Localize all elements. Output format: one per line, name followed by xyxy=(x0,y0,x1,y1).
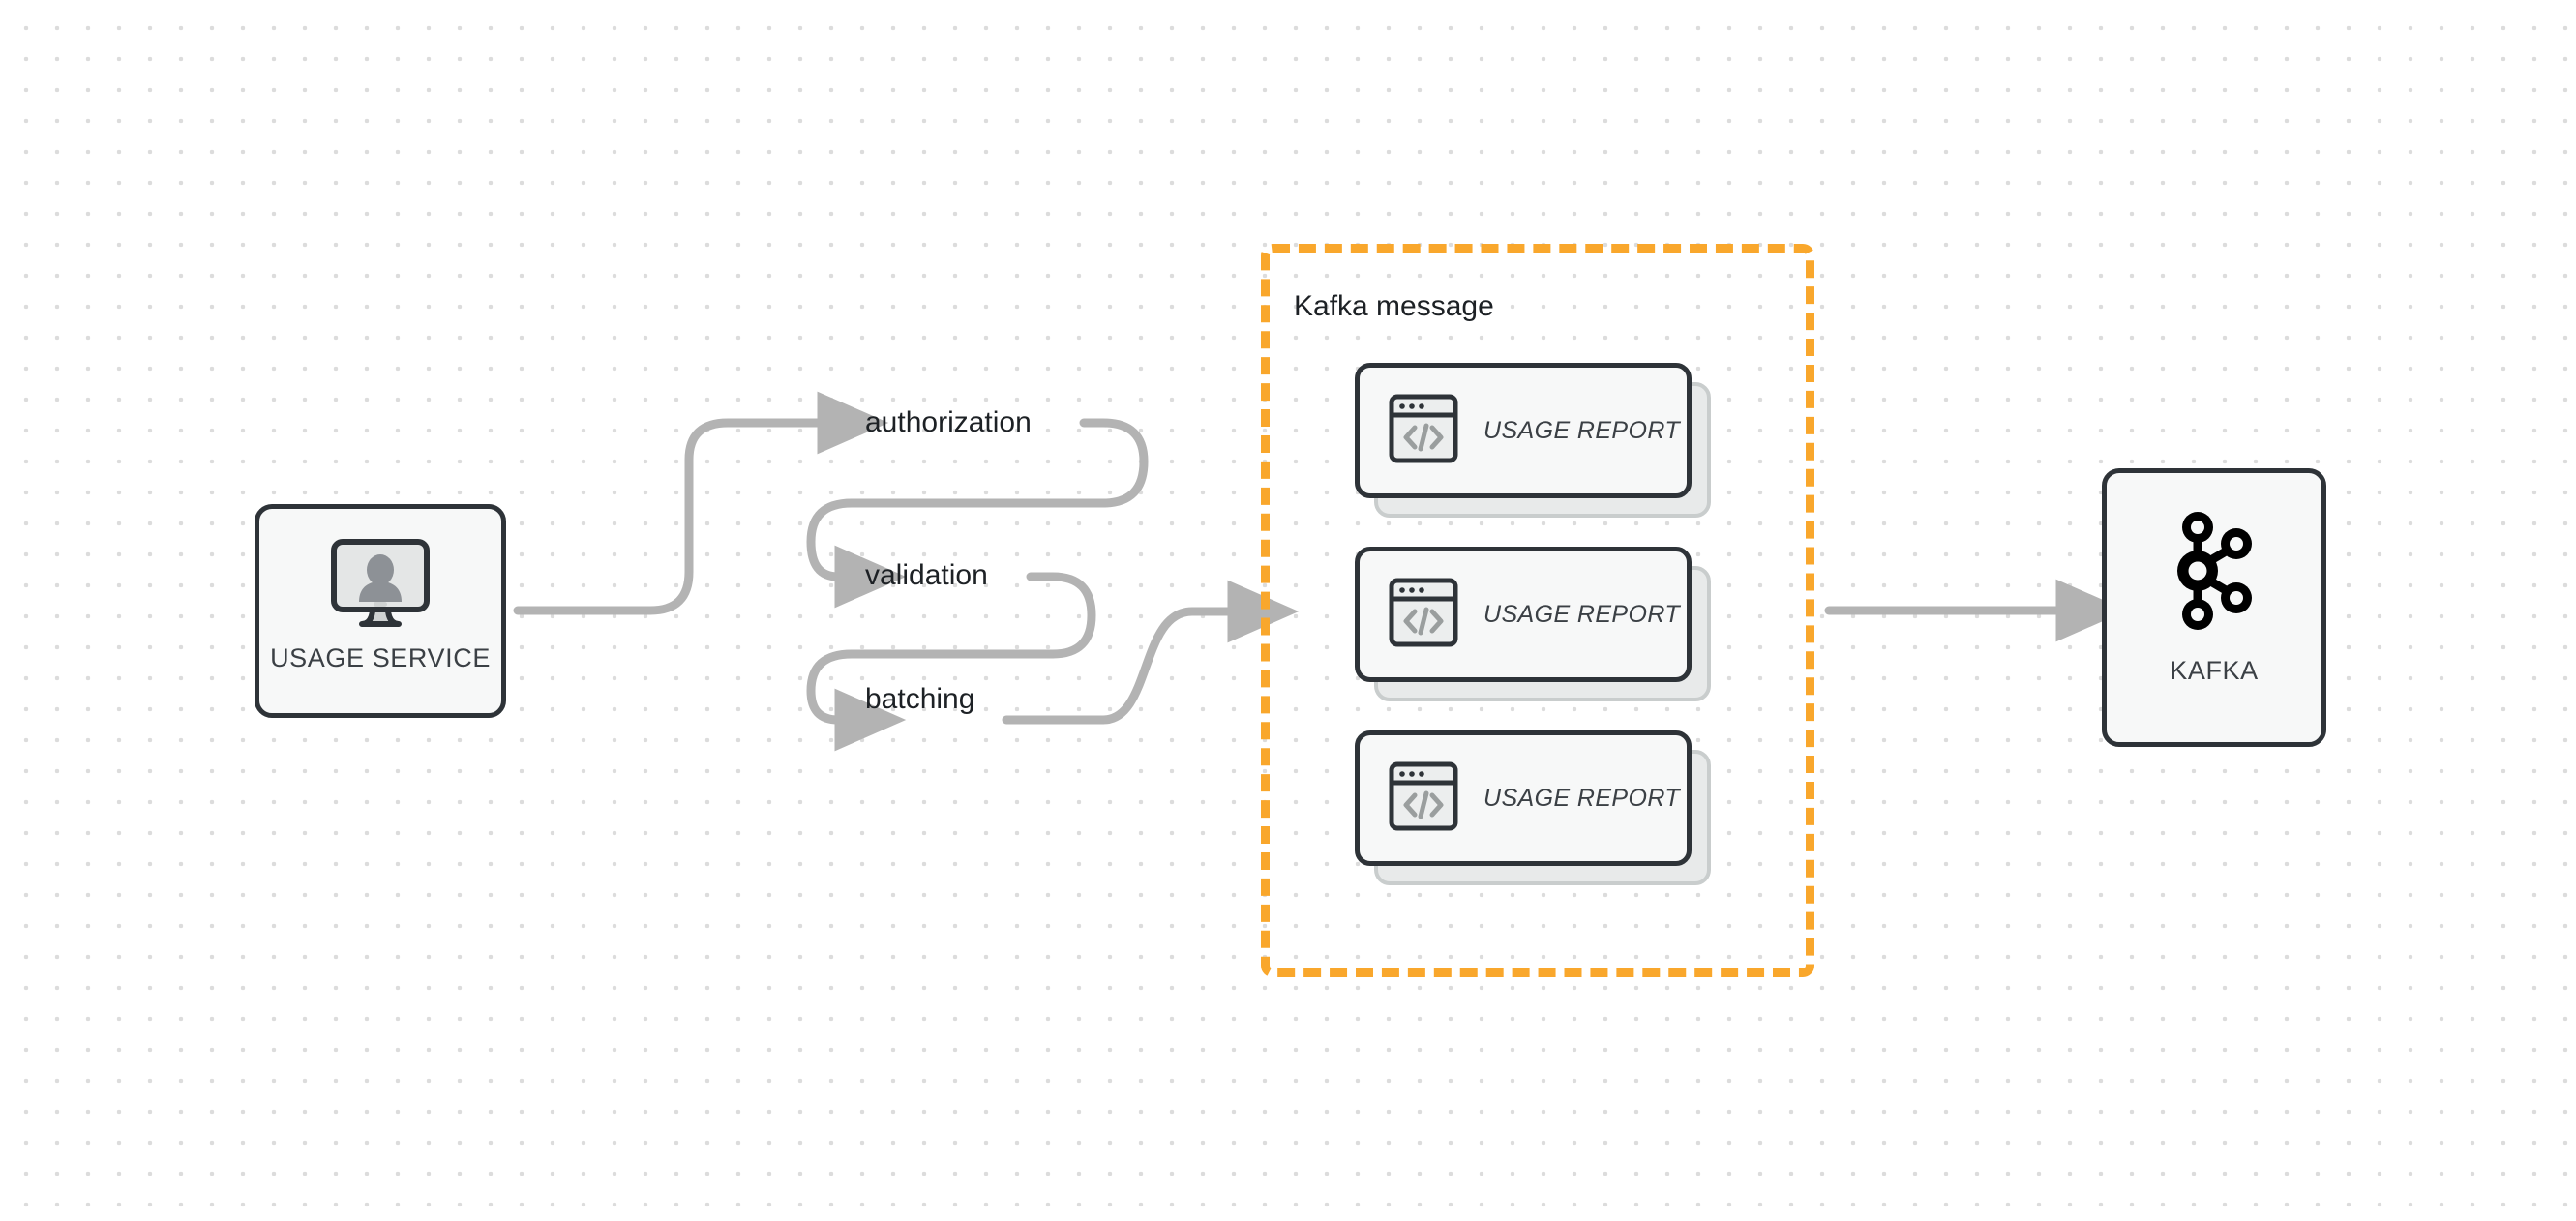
usage-report-card[interactable]: USAGE REPORT xyxy=(1355,730,1711,885)
kafka-message-group[interactable] xyxy=(1261,244,1814,977)
code-window-icon xyxy=(1389,394,1458,468)
card-front: USAGE REPORT xyxy=(1355,547,1692,682)
pipeline-step-batching: batching xyxy=(865,683,975,715)
pipeline-step-validation: validation xyxy=(865,559,988,591)
usage-report-card-label: USAGE REPORT xyxy=(1483,416,1680,444)
code-window-icon xyxy=(1389,578,1458,652)
usage-report-card[interactable]: USAGE REPORT xyxy=(1355,547,1711,701)
code-window-icon xyxy=(1389,761,1458,836)
wire-usage-service-to-authorization xyxy=(513,391,889,615)
card-front: USAGE REPORT xyxy=(1355,730,1692,866)
pipeline-step-authorization: authorization xyxy=(865,406,1032,438)
kafka-message-title: Kafka message xyxy=(1294,290,1494,322)
usage-report-card-label: USAGE REPORT xyxy=(1483,784,1680,812)
monitor-user-icon xyxy=(330,538,431,632)
usage-report-card-label: USAGE REPORT xyxy=(1483,600,1680,628)
node-kafka-label: KAFKA xyxy=(2170,656,2259,685)
kafka-logo-icon xyxy=(2172,508,2256,639)
usage-report-card[interactable]: USAGE REPORT xyxy=(1355,363,1711,518)
wire-batching-to-kafka-message xyxy=(1002,580,1300,725)
node-usage-service[interactable]: USAGE SERVICE xyxy=(255,504,506,718)
wire-authorization-to-validation xyxy=(806,418,1149,609)
node-usage-service-label: USAGE SERVICE xyxy=(270,643,491,672)
card-front: USAGE REPORT xyxy=(1355,363,1692,498)
node-kafka[interactable]: KAFKA xyxy=(2102,468,2326,747)
